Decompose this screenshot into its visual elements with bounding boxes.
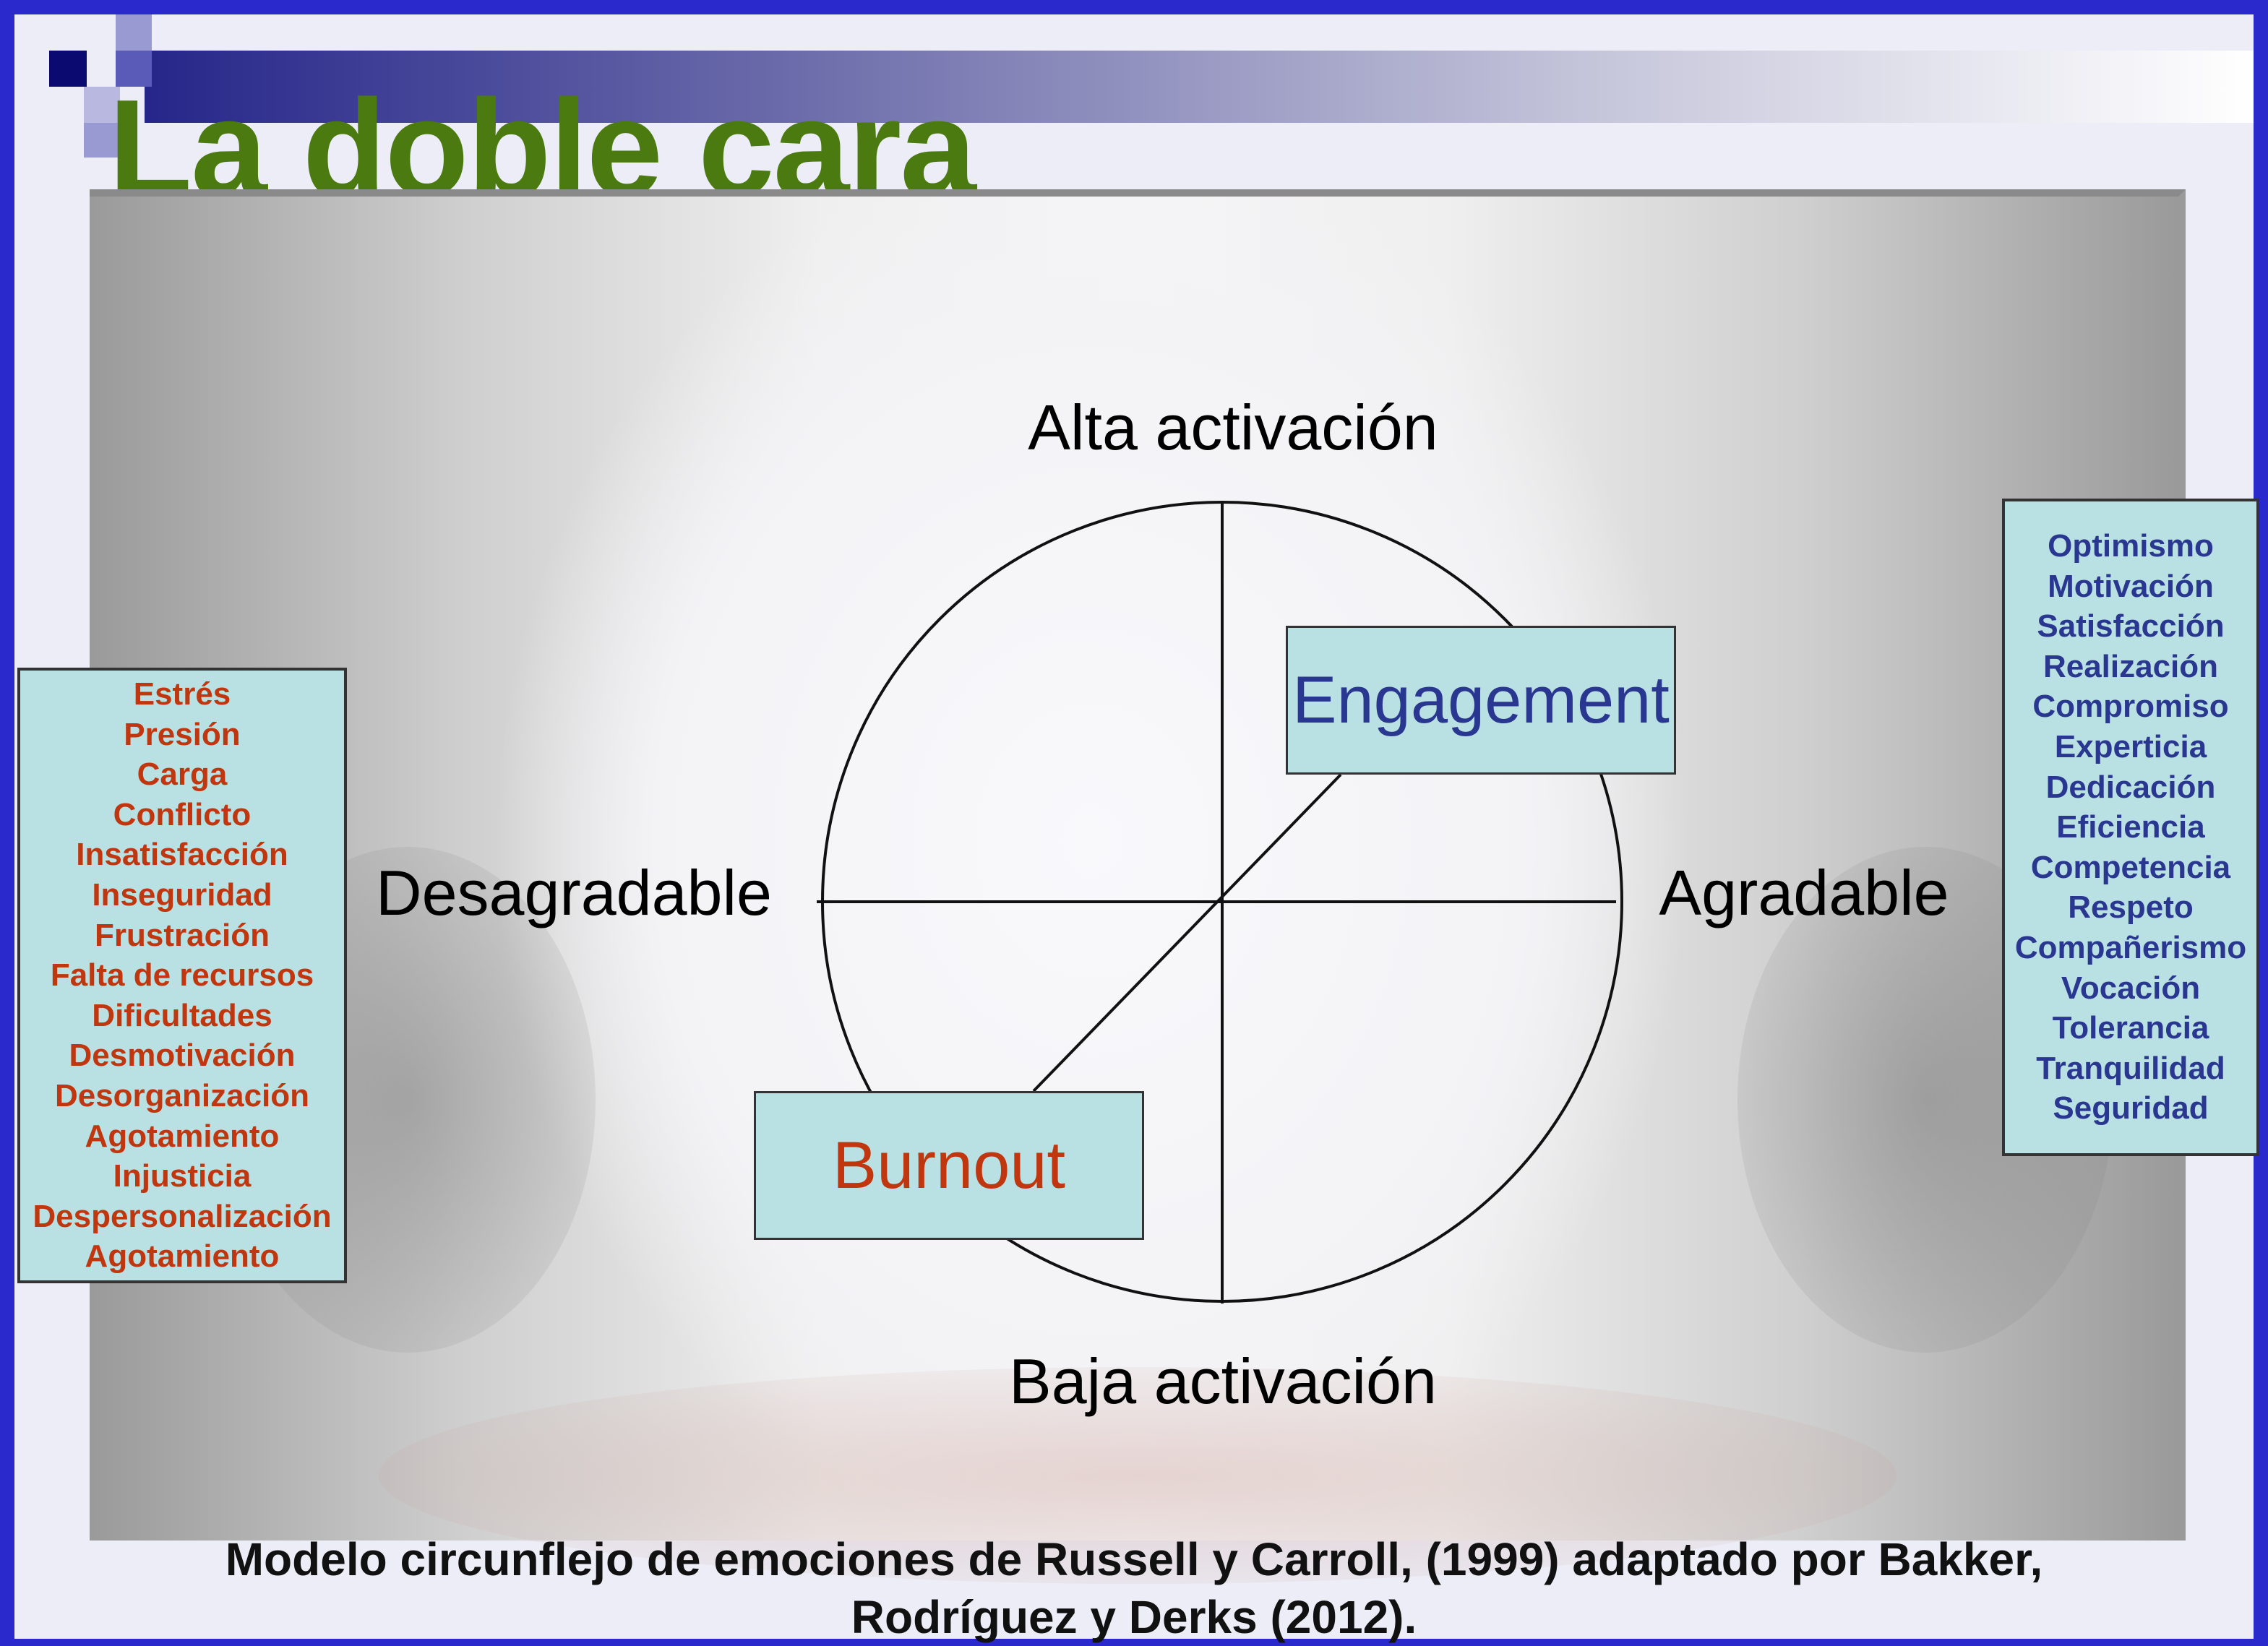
list-item: Carga: [137, 757, 228, 793]
list-item: Experticia: [2054, 729, 2207, 765]
list-item: Agotamiento: [85, 1238, 280, 1275]
list-item: Inseguridad: [92, 877, 272, 913]
decor-square: [116, 14, 152, 51]
axis-label-low-activation: Baja activación: [1009, 1345, 1437, 1417]
list-item: Despersonalización: [33, 1198, 332, 1234]
decor-square: [84, 123, 119, 158]
axis-label-high-activation: Alta activación: [1028, 392, 1438, 463]
list-item: Estrés: [133, 676, 231, 712]
list-item: Conflicto: [113, 796, 252, 832]
decor-square: [116, 51, 152, 87]
list-item: Competencia: [2030, 849, 2231, 885]
list-item: Injusticia: [113, 1158, 252, 1194]
list-item: Respeto: [2068, 889, 2194, 926]
list-item: Presión: [124, 716, 241, 752]
decor-square: [84, 87, 120, 123]
list-item: Eficiencia: [2056, 809, 2205, 845]
list-item: Dificultades: [92, 997, 272, 1033]
diagonal-axis: [1032, 773, 1342, 1093]
caption-line: Modelo circunflejo de emociones de Russe…: [225, 1533, 2043, 1585]
list-item: Vocación: [2061, 970, 2201, 1006]
decor-square: [49, 51, 87, 87]
list-item: Dedicación: [2045, 769, 2216, 805]
list-item: Satisfacción: [2037, 608, 2225, 645]
list-item: Optimismo: [2048, 528, 2214, 564]
list-item: Desorganización: [54, 1077, 310, 1113]
background-faces-image: [90, 189, 2186, 1584]
list-item: Compañerismo: [2014, 929, 2247, 965]
list-item: Tranquilidad: [2036, 1050, 2225, 1086]
list-item: Seguridad: [2053, 1090, 2209, 1126]
list-item: Motivación: [2048, 568, 2214, 604]
list-item: Insatisfacción: [76, 837, 288, 873]
list-item: Tolerancia: [2052, 1010, 2209, 1046]
hands-shadow: [379, 1367, 1897, 1584]
list-item: Falta de recursos: [50, 957, 314, 994]
list-item: Realización: [2043, 648, 2219, 684]
engagement-box: Engagement: [1286, 626, 1676, 775]
caption-line: Rodríguez y Derks (2012).: [851, 1591, 1417, 1643]
list-item: Agotamiento: [85, 1118, 280, 1154]
header-gradient-bar: [145, 51, 2254, 123]
caption: Modelo circunflejo de emociones de Russe…: [0, 1530, 2268, 1646]
list-item: Compromiso: [2032, 689, 2229, 725]
burnout-box: Burnout: [754, 1091, 1144, 1240]
axis-label-unpleasant: Desagradable: [376, 857, 772, 928]
list-item: Desmotivación: [69, 1038, 296, 1074]
axis-label-pleasant: Agradable: [1659, 857, 1949, 928]
list-item: Frustración: [94, 917, 270, 953]
